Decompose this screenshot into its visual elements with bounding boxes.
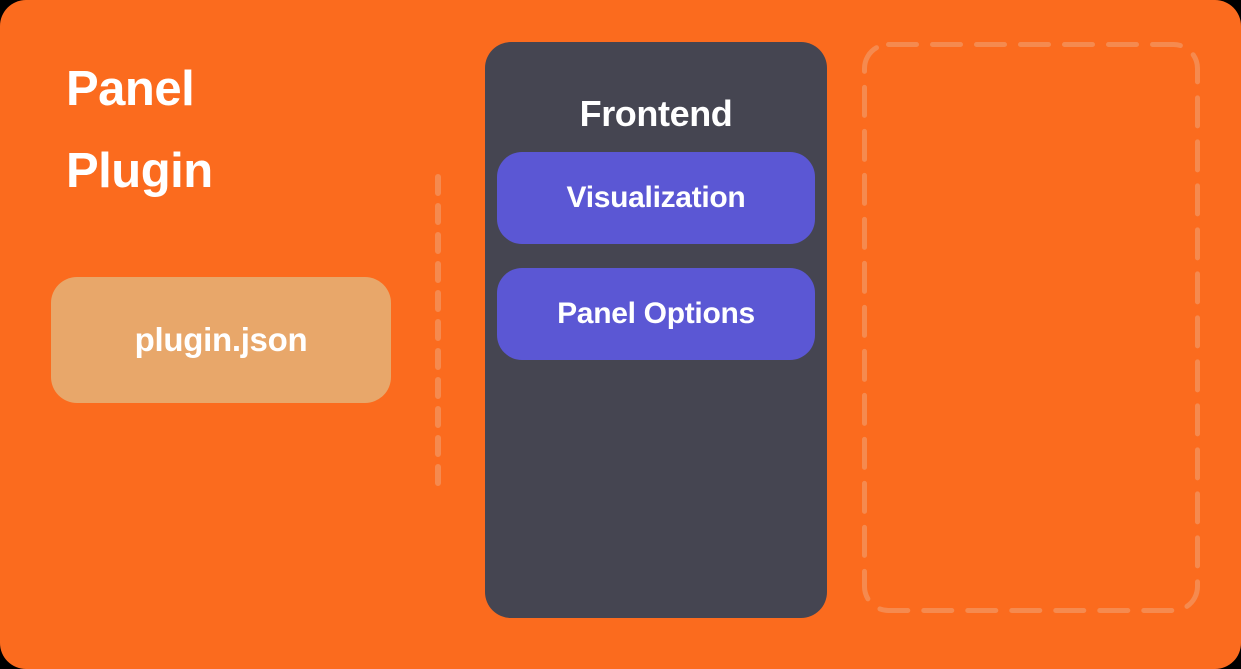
page-title-line-2: Plugin <box>66 144 213 198</box>
empty-dashed-placeholder <box>862 42 1200 613</box>
plugin-json-box: plugin.json <box>51 277 391 403</box>
page-title: Panel Plugin <box>66 48 406 212</box>
frontend-panel-title: Frontend <box>579 93 733 134</box>
plugin-json-label: plugin.json <box>134 321 308 358</box>
panel-item-panel-options[interactable]: Panel Options <box>497 268 815 360</box>
page-title-line-1: Panel <box>66 62 195 116</box>
panel-item-visualization[interactable]: Visualization <box>497 152 815 244</box>
dashed-vertical-divider <box>435 174 441 496</box>
frontend-panel: Frontend Visualization Panel Options <box>485 42 827 618</box>
